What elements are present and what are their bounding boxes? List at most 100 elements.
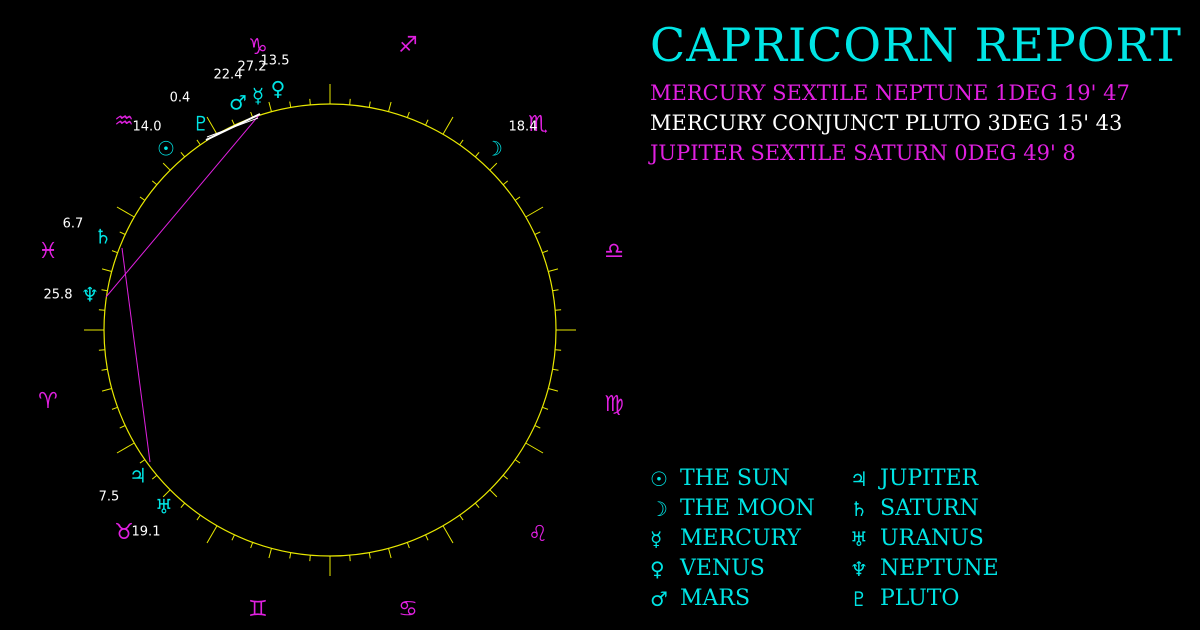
aspect-line-jupiter-saturn: [121, 247, 151, 463]
wheel-tick: [116, 442, 135, 454]
planet-legend: ☉ THE SUN ☽ THE MOON ☿MERCURY ♀ VENUS ♂ MARS…: [650, 466, 1050, 622]
wheel-tick: [111, 250, 118, 254]
wheel-tick: [289, 552, 292, 559]
legend-label: THE SUN: [680, 466, 790, 491]
sun-icon: ☉: [157, 137, 175, 161]
wheel-tick: [180, 502, 186, 509]
legend-item-uranus: ♅URANUS: [850, 526, 984, 551]
legend-label: SATURN: [880, 496, 979, 521]
wheel-tick: [368, 552, 371, 559]
wheel-tick: [151, 474, 158, 480]
report-title: CAPRICORN REPORT: [650, 18, 1182, 72]
wheel-tick: [268, 548, 272, 559]
aspects-list: MERCURY SEXTILE NEPTUNE 1DEG 19' 47 MERC…: [650, 78, 1130, 168]
wheel-tick: [139, 459, 146, 464]
uranus-degree-label: 19.1: [132, 525, 161, 540]
wheel-tick: [542, 406, 549, 410]
wheel-tick: [206, 116, 218, 135]
virgo-sign-icon: ♍: [604, 392, 624, 417]
neptune-icon: ♆: [81, 283, 99, 307]
wheel-tick: [459, 139, 464, 146]
saturn-icon: ♄: [850, 496, 868, 521]
moon-icon: ☽: [650, 496, 668, 521]
wheel-tick: [406, 542, 410, 549]
wheel-tick: [206, 525, 218, 544]
wheel-tick: [442, 525, 454, 544]
wheel-tick: [119, 425, 126, 429]
aspect-line-mercury-neptune: [105, 113, 261, 298]
pluto-icon: ♇: [192, 112, 210, 136]
wheel-tick: [250, 542, 254, 549]
wheel-tick: [101, 368, 108, 371]
astrology-chart-wheel: ♑♐♏♎♍♌♋♊♉♈♓♒☉♇♂☿♀☽♄♆♃♅0.422.427.213.518.…: [38, 33, 624, 622]
wheel-tick: [555, 349, 562, 351]
saturn-icon: ♄: [94, 225, 112, 249]
wheel-tick: [349, 98, 351, 105]
legend-label: URANUS: [880, 526, 984, 551]
legend-label: THE MOON: [680, 496, 815, 521]
legend-label: MARS: [680, 586, 751, 611]
wheel-tick: [98, 349, 105, 351]
wheel-tick: [489, 162, 498, 171]
aspect-line: MERCURY CONJUNCT PLUTO 3DEG 15' 43: [650, 111, 1123, 135]
wheel-tick: [368, 101, 371, 108]
pluto-degree-label: 0.4: [170, 91, 191, 106]
mars-icon: ♂: [650, 586, 668, 611]
aries-sign-icon: ♈: [38, 389, 58, 414]
wheel-tick: [180, 151, 186, 158]
wheel-tick: [111, 406, 118, 410]
wheel-ring: [103, 103, 557, 557]
aquarius-sun-degree-degree-label: 14.0: [133, 120, 162, 135]
wheel-tick: [525, 442, 544, 454]
legend-label: JUPITER: [880, 466, 979, 491]
legend-item-sun: ☉ THE SUN: [650, 466, 790, 491]
wheel-tick: [474, 151, 480, 158]
wheel-tick: [548, 388, 559, 392]
legend-item-mars: ♂ MARS: [650, 586, 750, 611]
pisces-sign-icon: ♓: [38, 239, 58, 264]
wheel-tick: [442, 116, 454, 135]
venus-icon: ♀: [650, 556, 665, 581]
gemini-sign-icon: ♊: [248, 597, 268, 622]
wheel-tick: [406, 111, 410, 118]
wheel-tick: [489, 489, 498, 498]
wheel-tick: [534, 425, 541, 429]
wheel-tick: [231, 534, 235, 541]
legend-label: PLUTO: [880, 586, 960, 611]
wheel-tick: [514, 196, 521, 201]
wheel-tick: [119, 231, 126, 235]
wheel-tick: [309, 98, 311, 105]
wheel-tick: [101, 289, 108, 292]
scorpio-sign-icon: ♏: [528, 112, 548, 137]
jupiter-icon: ♃: [129, 464, 147, 488]
legend-item-mercury: ☿MERCURY: [650, 526, 801, 551]
venus-icon: ♀: [271, 77, 286, 101]
aspect-line-mercury-pluto: [206, 117, 259, 138]
wheel-tick: [425, 534, 429, 541]
moon-degree-label: 18.4: [509, 120, 538, 135]
wheel-tick: [101, 268, 112, 272]
aquarius-sign-icon: ♒: [114, 109, 134, 134]
wheel-tick: [139, 196, 146, 201]
wheel-tick: [349, 555, 351, 562]
mercury-icon: ☿: [252, 84, 264, 108]
legend-item-jupiter: ♃JUPITER: [850, 466, 978, 491]
legend-label: VENUS: [680, 556, 765, 581]
wheel-tick: [289, 101, 292, 108]
wheel-tick: [502, 180, 509, 186]
legend-item-neptune: ♆NEPTUNE: [850, 556, 999, 581]
wheel-tick: [552, 289, 559, 292]
neptune-degree-label: 25.8: [44, 288, 73, 303]
legend-item-moon: ☽ THE MOON: [650, 496, 815, 521]
wheel-tick: [196, 514, 201, 521]
neptune-icon: ♆: [850, 556, 868, 581]
wheel-tick: [151, 180, 158, 186]
uranus-icon: ♅: [155, 495, 173, 519]
legend-item-pluto: ♇PLUTO: [850, 586, 959, 611]
leo-sign-icon: ♌: [528, 522, 548, 547]
wheel-tick: [101, 388, 112, 392]
libra-sign-icon: ♎: [604, 239, 624, 264]
sun-icon: ☉: [650, 466, 668, 491]
mars-icon: ♂: [229, 91, 247, 115]
aspect-line: MERCURY SEXTILE NEPTUNE 1DEG 19' 47: [650, 81, 1130, 105]
